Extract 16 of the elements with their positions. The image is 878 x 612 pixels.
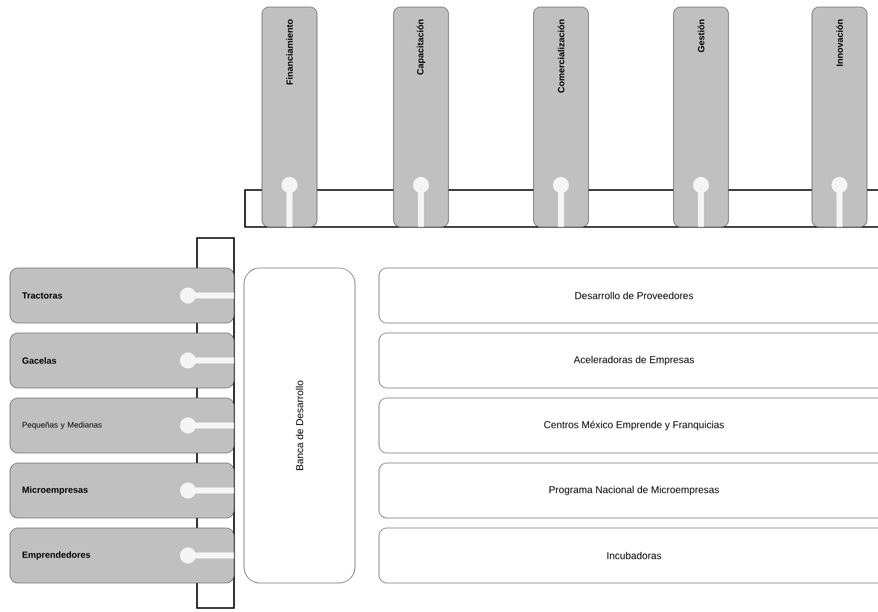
program-box: Programa Nacional de Microempresas: [378, 462, 878, 518]
program-box: Desarrollo de Proveedores: [378, 268, 878, 324]
tab: Innovación: [812, 6, 868, 228]
tab: Tractoras: [10, 268, 234, 324]
tab: Gestión: [673, 6, 729, 228]
tab: Emprendedores: [10, 528, 234, 584]
program-box: Aceleradoras de Empresas: [378, 332, 878, 388]
tab: Gacelas: [10, 332, 234, 388]
vertical-box: Banca de Desarrollo: [244, 268, 356, 584]
tab: Comercialización: [533, 6, 589, 228]
program-box: Centros México Emprende y Franquicias: [378, 398, 878, 454]
tab: Microempresas: [10, 462, 234, 518]
tab: Financiamiento: [262, 6, 318, 228]
tab: Capacitación: [393, 6, 449, 228]
program-box: Incubadoras: [378, 528, 878, 584]
tab: Pequeñas y Medianas: [10, 398, 234, 454]
